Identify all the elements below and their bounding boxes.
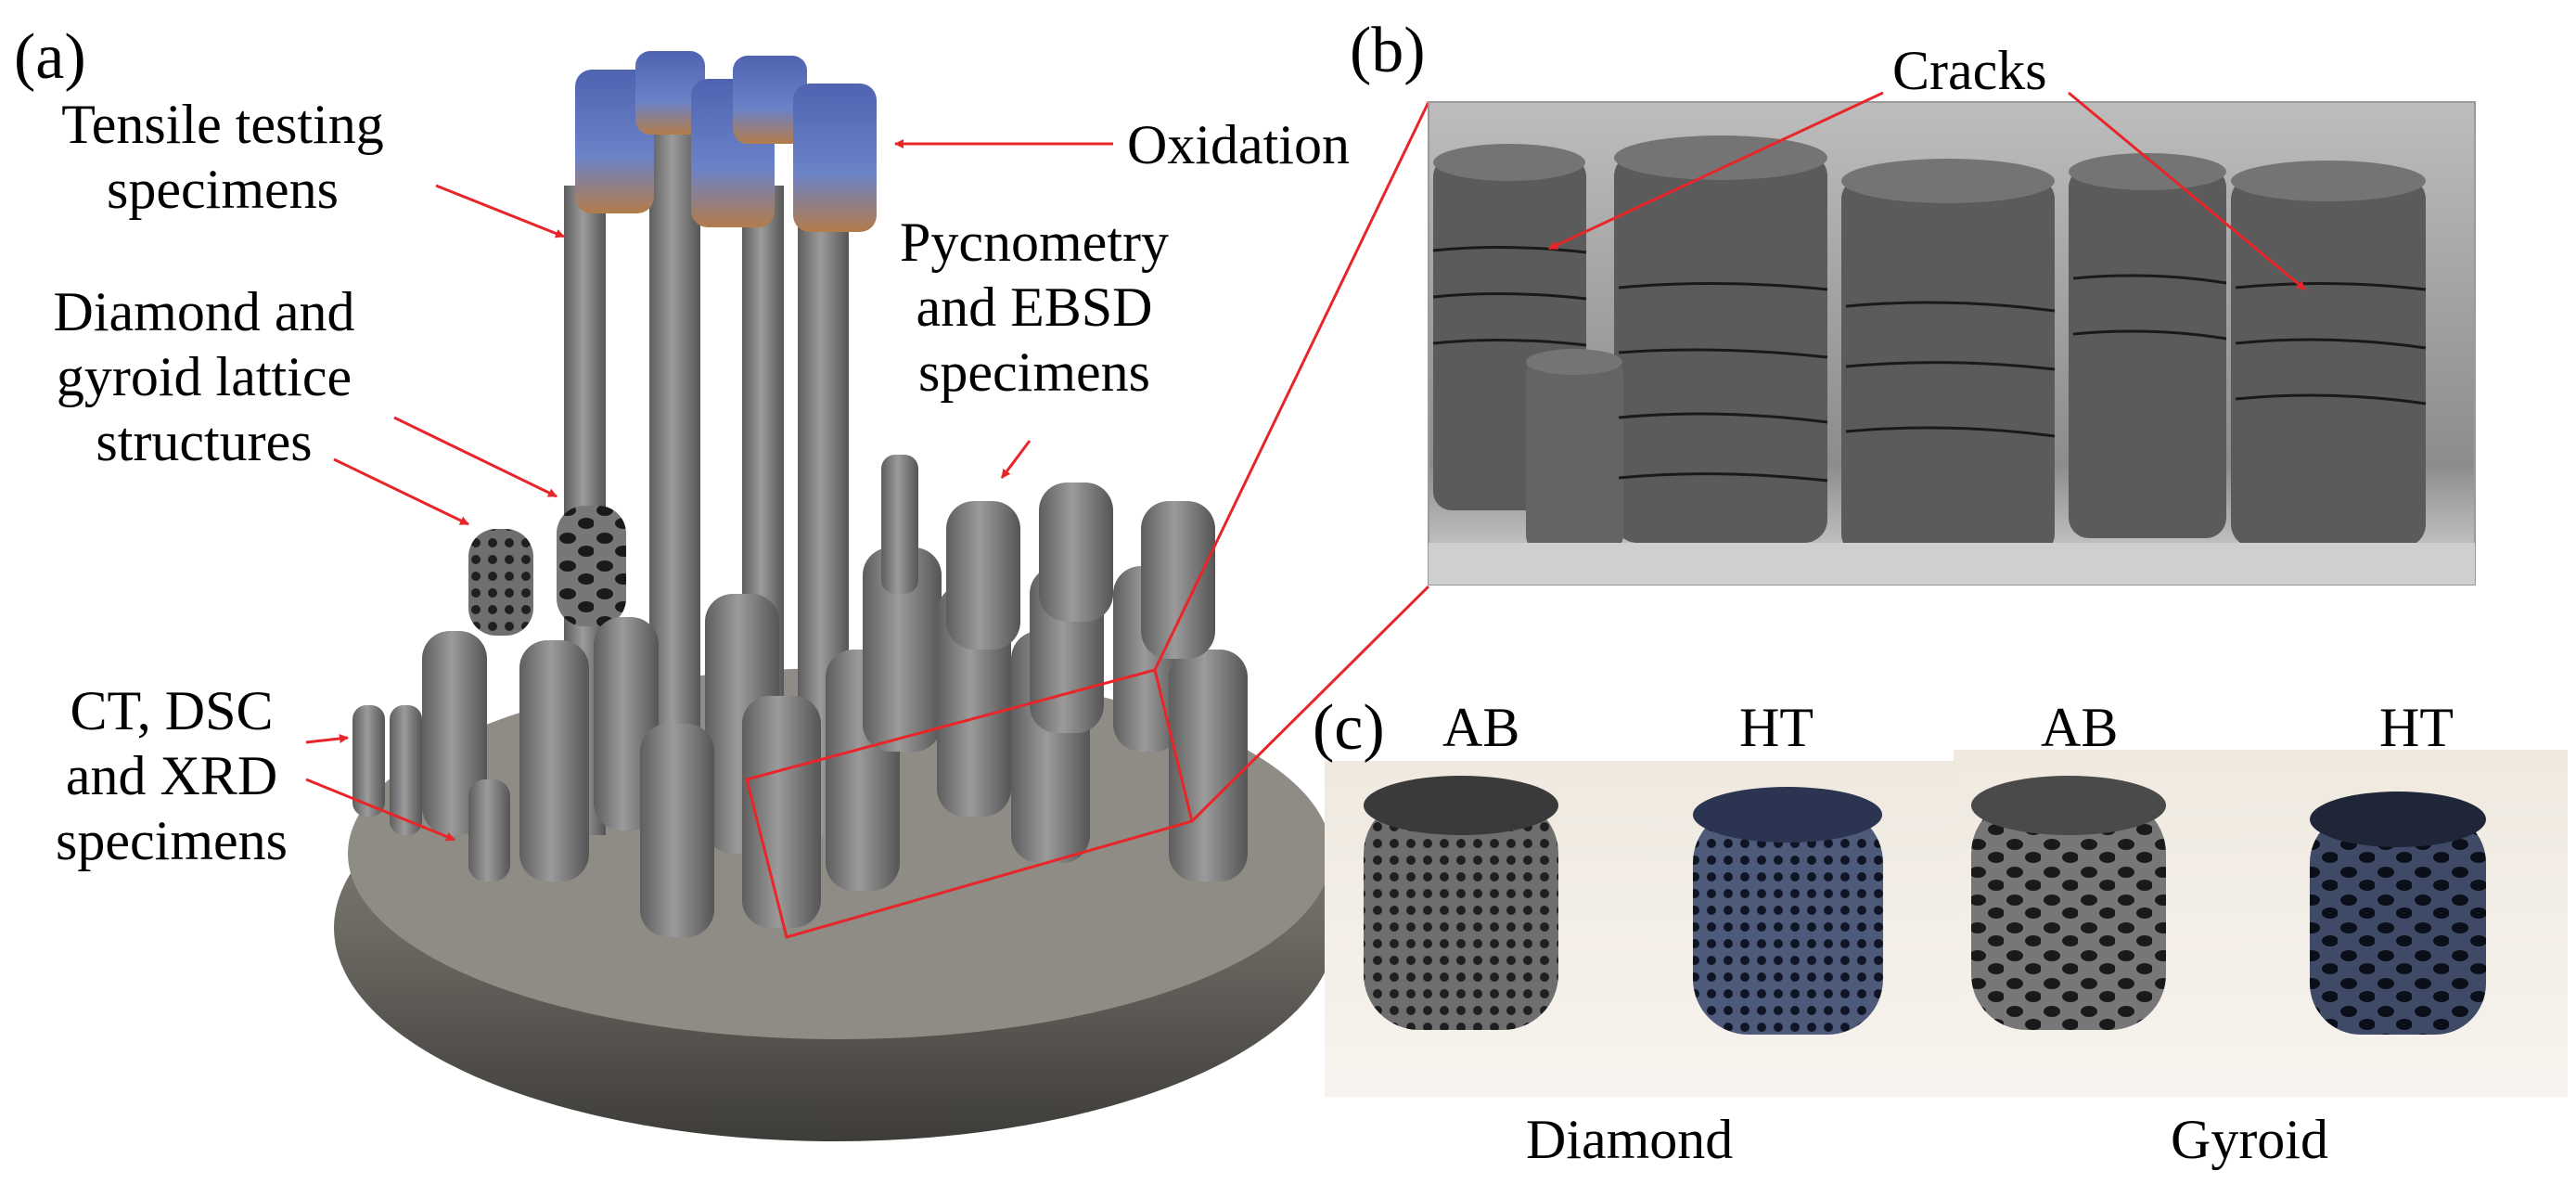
- label-diamond-ab: AB: [1442, 697, 1520, 758]
- cylinder-specimens: [352, 455, 1248, 937]
- arrow-lattice-gyroid: [393, 416, 557, 498]
- diamond-lattice-specimen: [468, 529, 533, 636]
- panel-b-letter: (b): [1350, 15, 1426, 86]
- label-pycnometry-line2: and EBSD: [916, 277, 1153, 338]
- gyroid-lattice-specimen: [557, 506, 626, 626]
- zoom-connector-bottom: [1190, 585, 1430, 823]
- label-oxidation: Oxidation: [1127, 114, 1350, 175]
- arrow-crack-right: [2068, 91, 2306, 291]
- panel-a-photo: [334, 51, 1336, 1141]
- label-tensile-line2: specimens: [107, 159, 339, 220]
- label-ct-line3: specimens: [56, 810, 288, 871]
- panel-c-photos: [1325, 750, 2568, 1097]
- panel-b-photo: [1428, 101, 2476, 586]
- panel-a-letter: (a): [14, 21, 86, 93]
- panel-c-letter: (c): [1313, 692, 1385, 764]
- diamond-ht-sample: [1693, 807, 1883, 1035]
- label-ct-line1: CT, DSC: [70, 680, 274, 741]
- zoom-connector-top: [1153, 101, 1430, 671]
- gyroid-ab-sample: [1971, 798, 2166, 1030]
- arrow-tensile: [435, 184, 565, 238]
- label-gyroid-ht: HT: [2379, 697, 2454, 758]
- label-lattice-line3: structures: [96, 411, 313, 472]
- diamond-ab-sample: [1364, 798, 1558, 1030]
- label-ct-line2: and XRD: [65, 745, 278, 806]
- label-diamond-ht: HT: [1739, 697, 1813, 758]
- label-lattice-line2: gyroid lattice: [56, 346, 352, 407]
- gyroid-ht-sample: [2310, 812, 2486, 1035]
- arrow-ct-top: [305, 734, 349, 744]
- label-tensile-line1: Tensile testing: [61, 94, 384, 155]
- label-gyroid: Gyroid: [2171, 1109, 2328, 1170]
- label-diamond: Diamond: [1526, 1109, 1734, 1170]
- label-pycnometry-line1: Pycnometry: [900, 212, 1169, 273]
- label-pycnometry-line3: specimens: [918, 341, 1150, 403]
- arrow-crack-left: [1548, 91, 1884, 251]
- label-lattice-line1: Diamond and: [53, 281, 355, 342]
- arrow-ct-bottom: [305, 778, 455, 842]
- label-cracks: Cracks: [1892, 40, 2047, 101]
- arrow-lattice-diamond: [333, 457, 469, 526]
- arrow-pycnometry: [1000, 440, 1032, 479]
- label-gyroid-ab: AB: [2041, 697, 2119, 758]
